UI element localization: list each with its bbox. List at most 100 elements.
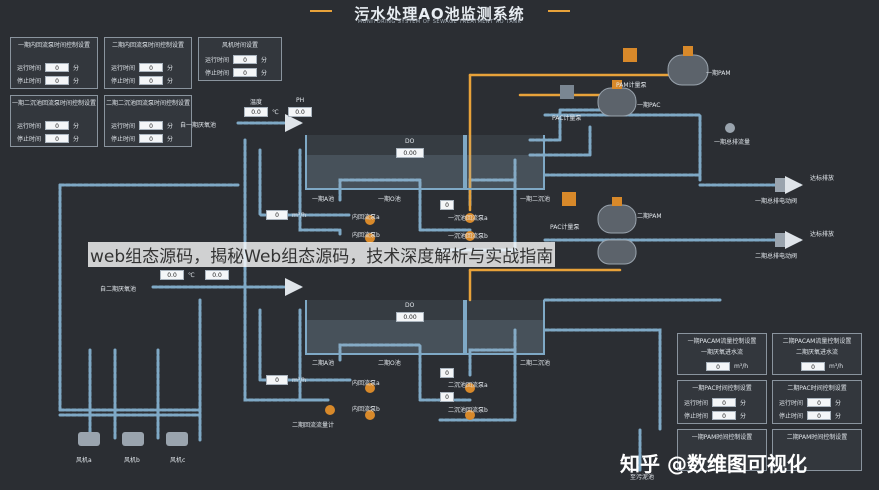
run-label: 运行时间 bbox=[17, 65, 42, 72]
sludge-label: 至污泥池 bbox=[630, 474, 655, 481]
pac-tank-2-icon bbox=[597, 239, 637, 265]
panel-title: 风机时间设置 bbox=[221, 42, 258, 49]
run-time-input[interactable]: 0 bbox=[45, 121, 70, 130]
do-readout-1: 0.00 bbox=[396, 148, 424, 158]
flow-readout-1: 0 bbox=[266, 210, 288, 220]
flow-input[interactable]: 0 bbox=[801, 362, 825, 371]
stop-label: 停止时间 bbox=[111, 136, 136, 143]
do-readout-2: 0.00 bbox=[396, 312, 424, 322]
pump-1a-label: 内回流泵a bbox=[352, 214, 380, 221]
panel-title: 二期内回流泵时间控制设置 bbox=[111, 42, 184, 49]
stop-label: 停止时间 bbox=[205, 70, 230, 77]
small-readout-1: 0 bbox=[440, 200, 454, 210]
tank-1-ao bbox=[305, 135, 465, 190]
stop-time-input[interactable]: 0 bbox=[139, 134, 164, 143]
run-time-input[interactable]: 0 bbox=[139, 121, 164, 130]
run-time-input[interactable]: 0 bbox=[139, 63, 164, 72]
discharge-2-label: 达标排放 bbox=[810, 231, 835, 238]
fan-c-label: 风机c bbox=[170, 457, 186, 464]
pam-2-label: 二期PAM bbox=[637, 213, 662, 220]
run-time-input[interactable]: 0 bbox=[233, 55, 258, 64]
brand-watermark: 知乎 @数维图可视化 bbox=[620, 452, 807, 476]
stop-label: 停止时间 bbox=[779, 413, 804, 420]
unit-label: 分 bbox=[73, 65, 80, 72]
temp-unit-2: ℃ bbox=[188, 272, 195, 279]
flow-readout-2: 0 bbox=[266, 375, 288, 385]
pump-2b-label: 内回流泵b bbox=[352, 406, 380, 413]
panel-sub: 二期厌氧进水流 bbox=[795, 349, 838, 356]
unit-label: 分 bbox=[167, 78, 174, 85]
stop-time-input[interactable]: 0 bbox=[139, 76, 164, 85]
run-label: 运行时间 bbox=[111, 65, 136, 72]
unit-label: 分 bbox=[73, 78, 80, 85]
unit-label: 分 bbox=[835, 413, 842, 420]
total-flow-1-label: 一期总排流量 bbox=[714, 139, 751, 146]
stop-time-input[interactable]: 0 bbox=[233, 68, 258, 77]
stop-label: 停止时间 bbox=[17, 78, 42, 85]
valve-2-label: 二期总排电动阀 bbox=[755, 253, 798, 260]
return-meter-2-label: 二期回流流量计 bbox=[292, 422, 335, 429]
header: 污水处理AO池监测系统 MONITORING SYSTEM OF SEWAGE … bbox=[0, 0, 879, 30]
pac-tank-1-icon bbox=[597, 80, 637, 117]
discharge-1-label: 达标排放 bbox=[810, 175, 835, 182]
ph-label: PH bbox=[296, 97, 305, 104]
unit-label: 分 bbox=[740, 413, 747, 420]
sec-pump-2b-label: 二沉池回流泵b bbox=[448, 407, 488, 414]
unit-label: 分 bbox=[167, 123, 174, 130]
stop-label: 停止时间 bbox=[111, 78, 136, 85]
ph-readout-1: 0.0 bbox=[288, 107, 312, 117]
stop-label: 停止时间 bbox=[684, 413, 709, 420]
tank-2-ao bbox=[305, 300, 465, 355]
stop-time-input[interactable]: 0 bbox=[45, 134, 70, 143]
tank-1a-label: 一期A池 bbox=[312, 196, 335, 203]
stop-time-input[interactable]: 0 bbox=[45, 76, 70, 85]
unit-label: m³/h bbox=[829, 363, 844, 370]
panel-title: 一期PAM时间控制设置 bbox=[691, 434, 753, 441]
run-label: 运行时间 bbox=[779, 400, 804, 407]
run-label: 运行时间 bbox=[111, 123, 136, 130]
small-readout-3: 0 bbox=[440, 392, 454, 402]
panel-sub: 一期厌氧进水流 bbox=[700, 349, 743, 356]
flow-meter-icons bbox=[325, 123, 785, 415]
stop-time-input[interactable]: 0 bbox=[712, 411, 737, 420]
pac-meter-1-label: PAC计量泵 bbox=[552, 115, 582, 122]
run-label: 运行时间 bbox=[684, 400, 709, 407]
ph-readout-2: 0.0 bbox=[205, 270, 229, 280]
inlet-1-label: 自一期厌氧池 bbox=[180, 122, 217, 129]
do-label-1: DO bbox=[405, 138, 415, 145]
sec-pump-1b-label: 一沉池回流泵b bbox=[448, 233, 488, 240]
small-readout-2: 0 bbox=[440, 368, 454, 378]
run-time-input[interactable]: 0 bbox=[807, 398, 832, 407]
fan-b-label: 风机b bbox=[124, 457, 140, 464]
unit-label: 分 bbox=[73, 136, 80, 143]
run-time-input[interactable]: 0 bbox=[712, 398, 737, 407]
stop-time-input[interactable]: 0 bbox=[807, 411, 832, 420]
page-subtitle: MONITORING SYSTEM OF SEWAGE TREATMENT AO… bbox=[357, 19, 522, 25]
tank-2a-label: 二期A池 bbox=[312, 360, 335, 367]
unit-label: 分 bbox=[835, 400, 842, 407]
flow-input[interactable]: 0 bbox=[706, 362, 730, 371]
temp-unit: ℃ bbox=[272, 109, 279, 116]
header-dash-left bbox=[310, 10, 332, 12]
temp-label: 温度 bbox=[250, 99, 263, 106]
metering-pump-icons bbox=[560, 48, 637, 206]
panel-title: 二期PAM时间控制设置 bbox=[786, 434, 848, 441]
unit-label: 分 bbox=[73, 123, 80, 130]
pac-1-label: 一期PAC bbox=[637, 102, 661, 109]
run-time-input[interactable]: 0 bbox=[45, 63, 70, 72]
panel-title: 二期PAC时间控制设置 bbox=[787, 385, 847, 392]
pam-1-label: 一期PAM bbox=[706, 70, 731, 77]
panel-title: 一期内回流泵时间控制设置 bbox=[17, 42, 90, 49]
do-label-2: DO bbox=[405, 302, 415, 309]
unit-label: 分 bbox=[740, 400, 747, 407]
run-label: 运行时间 bbox=[17, 123, 42, 130]
